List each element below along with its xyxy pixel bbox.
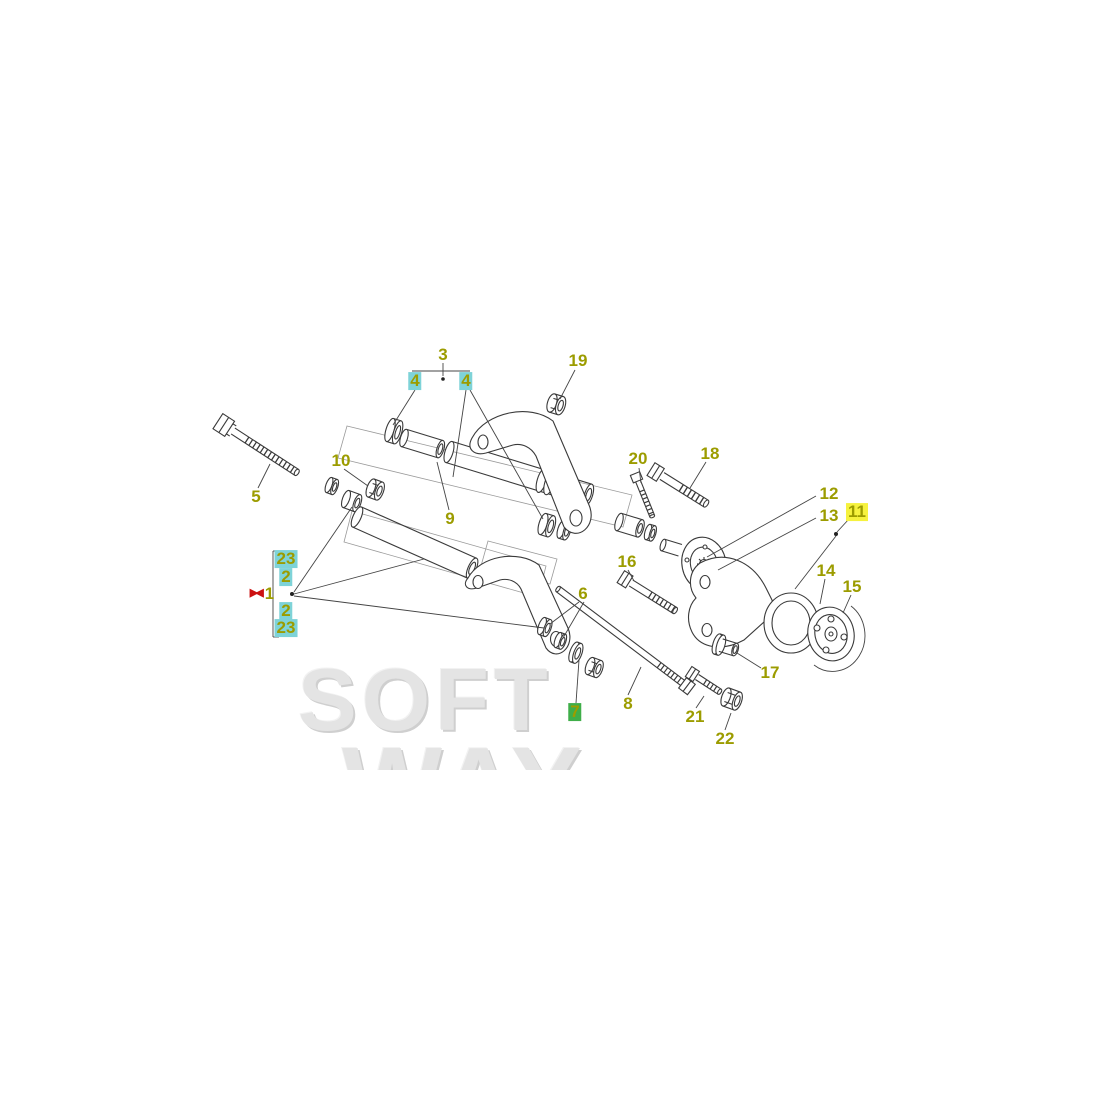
part-ring-15 xyxy=(813,605,866,672)
callout-4: 4 xyxy=(408,371,422,391)
part-ring-12b xyxy=(643,523,658,542)
callout-number: 11 xyxy=(846,502,868,522)
part-bolt-5 xyxy=(212,412,300,477)
leader-lines xyxy=(257,363,852,731)
part-bushing-10b xyxy=(340,489,363,513)
callout-number: 4 xyxy=(408,371,422,391)
callout-21: 21 xyxy=(684,708,707,726)
callout-number: 23 xyxy=(274,618,298,638)
part-bushing-17 xyxy=(711,633,740,657)
callout-18: 18 xyxy=(699,445,722,463)
part-spacer-12a xyxy=(614,512,645,538)
callout-5: 5 xyxy=(249,488,262,506)
part-nut-6d xyxy=(584,656,604,679)
callout-6: 6 xyxy=(576,585,589,603)
callout-number: 4 xyxy=(459,371,473,391)
callout-15: 15 xyxy=(841,578,864,596)
part-bracket-11 xyxy=(687,556,819,654)
callout-19: 19 xyxy=(567,352,590,370)
part-washer-6b xyxy=(553,631,568,650)
part-washer-10a xyxy=(324,476,340,496)
callout-number: 2 xyxy=(279,567,293,587)
callout-7: 7 xyxy=(568,702,582,722)
callout-13: 13 xyxy=(818,507,841,525)
callout-16: 16 xyxy=(616,553,639,571)
callout-number: 1 xyxy=(264,584,275,604)
callout-number: 7 xyxy=(568,702,582,722)
callout-number: 23 xyxy=(274,549,298,569)
callout-number: 2 xyxy=(279,601,293,621)
callout-11: 11 xyxy=(846,503,868,521)
part-bearing-4-right xyxy=(537,512,572,541)
part-clutch-14 xyxy=(807,605,866,672)
callout-number: 16 xyxy=(617,552,637,572)
callout-number: 10 xyxy=(331,451,351,471)
callout-14: 14 xyxy=(815,562,838,580)
callout-number: 5 xyxy=(251,487,261,507)
part-spacer-9 xyxy=(399,428,446,459)
callout-number: 9 xyxy=(445,509,455,529)
callout-number: 17 xyxy=(760,663,780,683)
callout-number: 6 xyxy=(578,584,588,604)
callout-10: 10 xyxy=(330,452,353,470)
callout-12: 12 xyxy=(818,485,841,503)
part-bolt-16 xyxy=(616,569,679,615)
callout-number: 3 xyxy=(438,345,448,365)
callout-number: 20 xyxy=(628,449,648,469)
callout-number: 8 xyxy=(623,694,633,714)
part-nut-19 xyxy=(546,393,567,416)
callout-number: 19 xyxy=(568,351,588,371)
callout-23: 23 xyxy=(274,549,298,569)
part-washer-6a xyxy=(537,616,553,638)
callout-number: 13 xyxy=(819,506,839,526)
callout-number: 22 xyxy=(715,729,735,749)
callout-3: 3 xyxy=(436,346,449,364)
callout-9: 9 xyxy=(443,510,456,528)
part-washer-7 xyxy=(568,641,584,664)
part-bolt-18 xyxy=(646,461,710,508)
part-bolt-8 xyxy=(555,585,697,696)
callout-23: 23 xyxy=(274,618,298,638)
callout-22: 22 xyxy=(714,730,737,748)
callout-20: 20 xyxy=(627,450,650,468)
red-pointer-icon: ▶◀ xyxy=(249,587,264,600)
callout-2: 2 xyxy=(279,567,293,587)
part-bearing-4-left xyxy=(384,417,404,445)
callout-2: 2 xyxy=(279,601,293,621)
callout-number: 21 xyxy=(685,707,705,727)
part-nut-22 xyxy=(720,687,743,711)
callout-number: 15 xyxy=(842,577,862,597)
part-link-strap-upper xyxy=(469,411,592,534)
callout-8: 8 xyxy=(621,695,634,713)
part-nut-10 xyxy=(365,478,385,501)
callout-1: ▶◀1 xyxy=(250,585,276,603)
callout-number: 14 xyxy=(816,561,836,581)
callout-number: 18 xyxy=(700,444,720,464)
part-lower-tube xyxy=(350,506,479,579)
callout-17: 17 xyxy=(759,664,782,682)
callout-4: 4 xyxy=(459,371,473,391)
callout-number: 12 xyxy=(819,484,839,504)
